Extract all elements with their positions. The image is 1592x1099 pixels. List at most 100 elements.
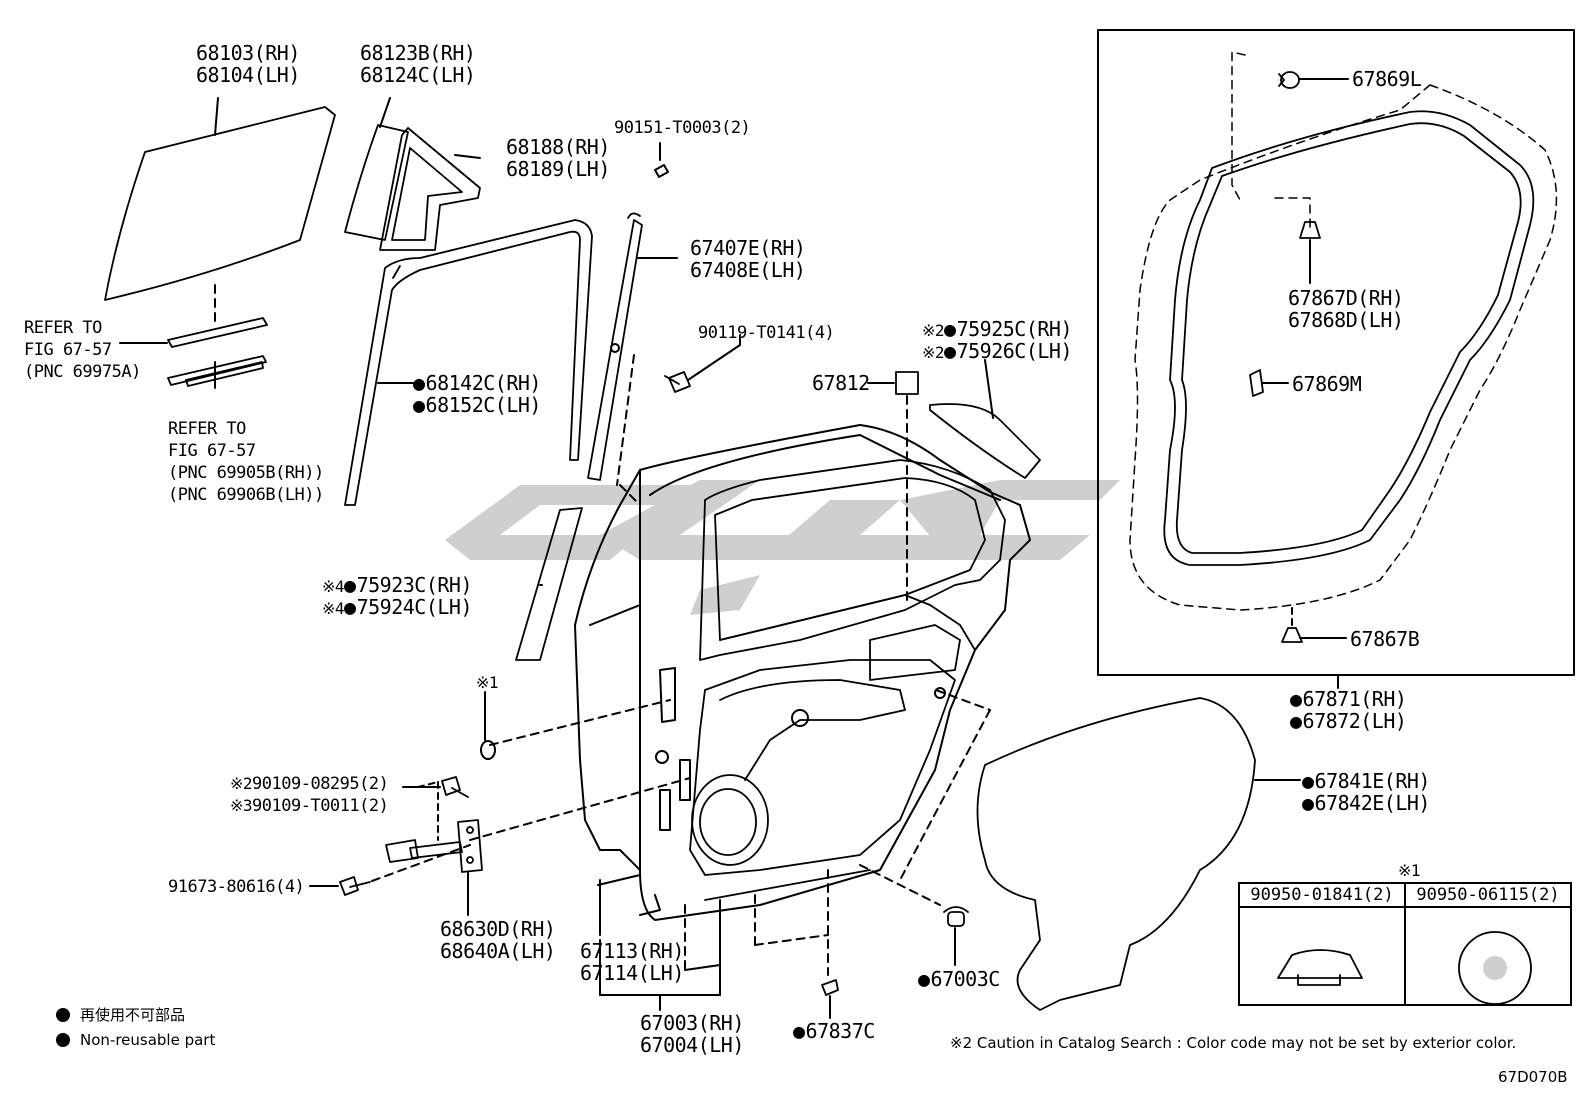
label-90119: 90119-T0141(4) (698, 323, 835, 343)
quarter-frame (379, 127, 481, 251)
mark-1: ※1 (476, 673, 499, 692)
clip-67867d (1299, 221, 1321, 239)
label-75926c-row: ※275926C(LH) (922, 339, 1073, 364)
mark-2: ※2 (922, 343, 945, 362)
label-68188-rh: 68188(RH) (506, 135, 610, 159)
clip-part (480, 740, 496, 760)
label-67869l: 67869L (1352, 67, 1422, 91)
mark-4: ※4 (322, 599, 345, 618)
garnish-front (515, 507, 583, 661)
table-mark-1: ※1 (1398, 861, 1421, 880)
refer-text-1c: (PNC 69975A) (24, 362, 141, 382)
quarter-glass (344, 124, 409, 241)
label-67842e-lh: 67842E(LH) (1302, 792, 1431, 814)
label-68152c-lh: 68152C(LH) (413, 394, 542, 416)
label-67408e-lh: 67408E(LH) (690, 258, 806, 282)
refer-text-2a: REFER TO (168, 419, 246, 439)
legend-en: Non-reusable part (56, 1030, 215, 1050)
legend-jp: 再使用不可部品 (56, 1005, 185, 1025)
label-67871-rh: 67871(RH) (1290, 688, 1407, 710)
label-75924c-lh: 75924C(LH) (344, 595, 472, 619)
label-90109a-row: ※290109-08295(2) (230, 773, 389, 795)
label-67407e-rh: 67407E(RH) (690, 236, 806, 260)
label-68142c-rh: 68142C(RH) (413, 372, 542, 394)
label-67003c: 67003C (918, 968, 1001, 990)
label-67113-rh: 67113(RH) (580, 939, 684, 963)
refer-text-1b: FIG 67-57 (24, 340, 112, 360)
door-inner-frame (689, 459, 1006, 901)
label-67867b: 67867B (1350, 627, 1420, 651)
label-68630d-rh: 68630D(RH) (440, 917, 556, 941)
label-90109-t0011: 90109-T0011(2) (252, 796, 389, 816)
mark-4: ※4 (322, 577, 345, 596)
watermark-logo (445, 480, 1120, 615)
bolt-90119 (664, 371, 691, 393)
pad-67812 (895, 371, 919, 395)
label-90151: 90151-T0003(2) (614, 118, 751, 138)
spec-table: 90950-01841(2) 90950-06115(2) (1238, 882, 1572, 1006)
refer-text-1a: REFER TO (24, 318, 102, 338)
weatherstrip-box (1097, 29, 1575, 676)
clip-67837c (821, 979, 839, 996)
table-header-90950-06115: 90950-06115(2) (1404, 882, 1572, 908)
label-67868d-lh: 67868D(LH) (1288, 308, 1404, 332)
label-68189-lh: 68189(LH) (506, 157, 610, 181)
caution-note: ※2 Caution in Catalog Search : Color cod… (950, 1034, 1517, 1052)
legend-jp-text: 再使用不可部品 (80, 1006, 186, 1024)
clip-67869l (1278, 71, 1300, 89)
legend-en-text: Non-reusable part (80, 1031, 216, 1049)
door-panel (574, 424, 1031, 921)
non-reusable-dot-icon (56, 1033, 70, 1047)
mark-2: ※2 (922, 321, 945, 340)
clip-67867b (1281, 627, 1303, 643)
table-header-90950-01841: 90950-01841(2) (1238, 882, 1406, 908)
non-reusable-dot-icon (56, 1008, 70, 1022)
table-cell-plug (1404, 906, 1572, 1006)
label-75923c-rh: 75923C(RH) (344, 573, 472, 597)
label-90109-08295: 90109-08295(2) (252, 774, 389, 794)
refer-text-2b: FIG 67-57 (168, 441, 256, 461)
door-check (385, 819, 483, 873)
clip-67869m (1249, 369, 1264, 397)
label-91673: 91673-80616(4) (168, 877, 305, 897)
weatherstrip-outline-dashed (1129, 51, 1558, 611)
leader (214, 97, 219, 136)
garnish-rear (929, 403, 1041, 479)
label-67837c: 67837C (793, 1020, 876, 1042)
plug-67003c (943, 906, 969, 927)
label-67872-lh: 67872(LH) (1290, 710, 1407, 732)
bolt-90109 (441, 776, 469, 798)
label-67003-rh: 67003(RH) (640, 1011, 744, 1035)
label-68123b-rh: 68123B(RH) (360, 41, 476, 65)
mark-3: ※3 (230, 796, 253, 815)
mark-2: ※2 (230, 774, 253, 793)
label-68124c-lh: 68124C(LH) (360, 63, 476, 87)
label-90109b-row: ※390109-T0011(2) (230, 795, 389, 817)
speaker (691, 774, 769, 866)
refer-text-2d: (PNC 69906B(LH)) (168, 485, 324, 505)
division-bar (587, 212, 643, 481)
run-channel (344, 219, 593, 506)
label-67004-lh: 67004(LH) (640, 1033, 744, 1057)
label-67812: 67812 (812, 371, 870, 395)
figure-id: 67D070B (1498, 1068, 1568, 1086)
label-75925c-row: ※275925C(RH) (922, 317, 1073, 342)
label-68640a-lh: 68640A(LH) (440, 939, 556, 963)
weatherstrip (1163, 110, 1535, 566)
refer-text-2c: (PNC 69905B(RH)) (168, 463, 324, 483)
label-68104-lh: 68104(LH) (196, 63, 300, 87)
label-67869m: 67869M (1292, 372, 1362, 396)
label-67841e-rh: 67841E(RH) (1302, 770, 1431, 792)
belt-moulding (167, 317, 268, 387)
label-67114-lh: 67114(LH) (580, 961, 684, 985)
label-75924c-row: ※475924C(LH) (322, 595, 473, 620)
label-67867d-rh: 67867D(RH) (1288, 286, 1404, 310)
label-75923c-row: ※475923C(RH) (322, 573, 473, 598)
label-75925c-rh: 75925C(RH) (944, 317, 1072, 341)
label-75926c-lh: 75926C(LH) (944, 339, 1072, 363)
hole-cover (976, 697, 1256, 1011)
label-68103-rh: 68103(RH) (196, 41, 300, 65)
table-cell-clip (1238, 906, 1406, 1006)
bolt-91673 (339, 876, 371, 896)
